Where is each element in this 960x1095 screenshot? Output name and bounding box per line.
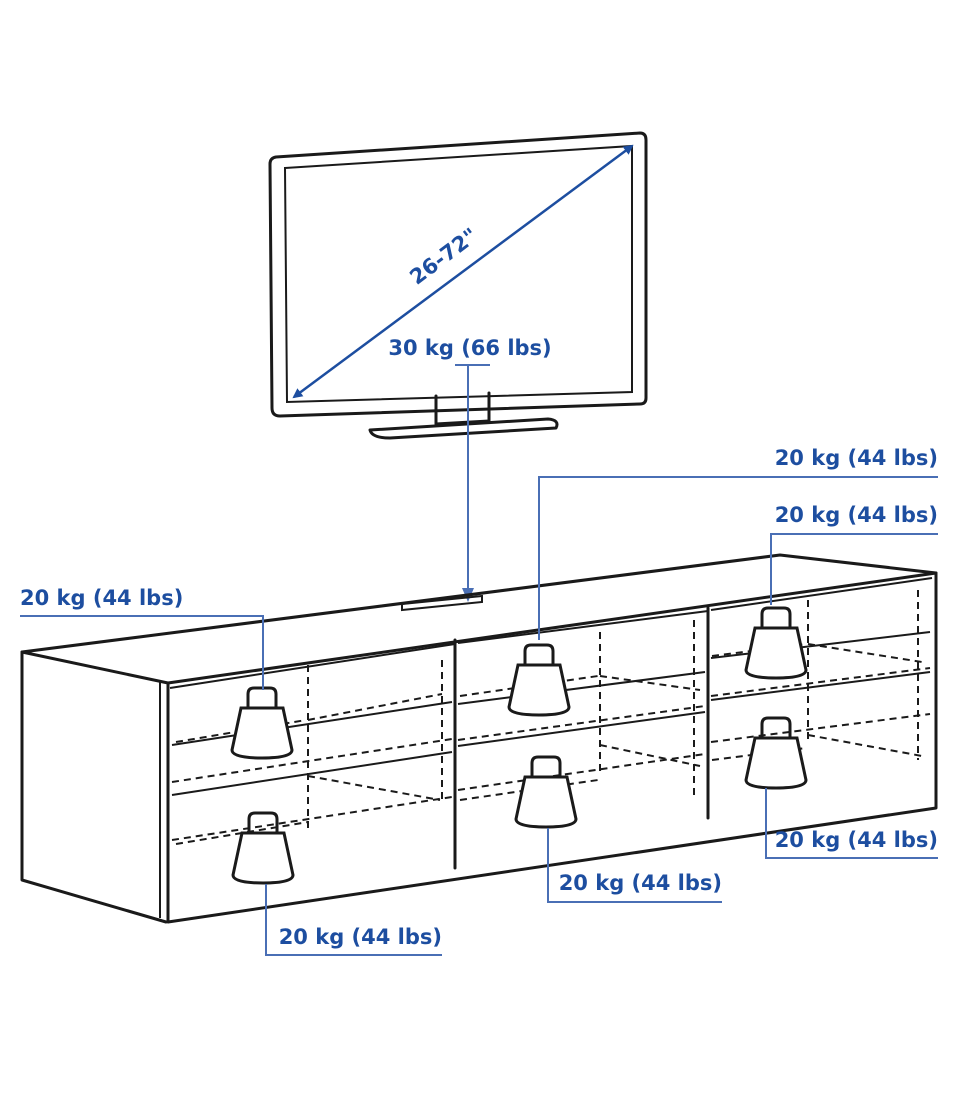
screen-size-dimension-arrow: [292, 144, 634, 399]
weight-icon: [507, 643, 571, 717]
tv-bench-outline: [20, 553, 938, 924]
middle-bottom-load-label: 20 kg (44 lbs): [559, 871, 722, 895]
right-bottom-load-label: 20 kg (44 lbs): [775, 828, 938, 852]
weight-icon: [744, 716, 808, 790]
weight-icon: [744, 606, 808, 680]
middle-top-load-label: 20 kg (44 lbs): [775, 446, 938, 470]
left-top-load-label: 20 kg (44 lbs): [20, 586, 183, 610]
tv-load-label: 30 kg (66 lbs): [388, 336, 551, 360]
screen-size-label: 26-72": [405, 223, 482, 289]
left-bottom-load-label: 20 kg (44 lbs): [279, 925, 442, 949]
weight-icon: [230, 686, 294, 760]
weight-icon: [514, 755, 578, 829]
right-top-load-label: 20 kg (44 lbs): [775, 503, 938, 527]
